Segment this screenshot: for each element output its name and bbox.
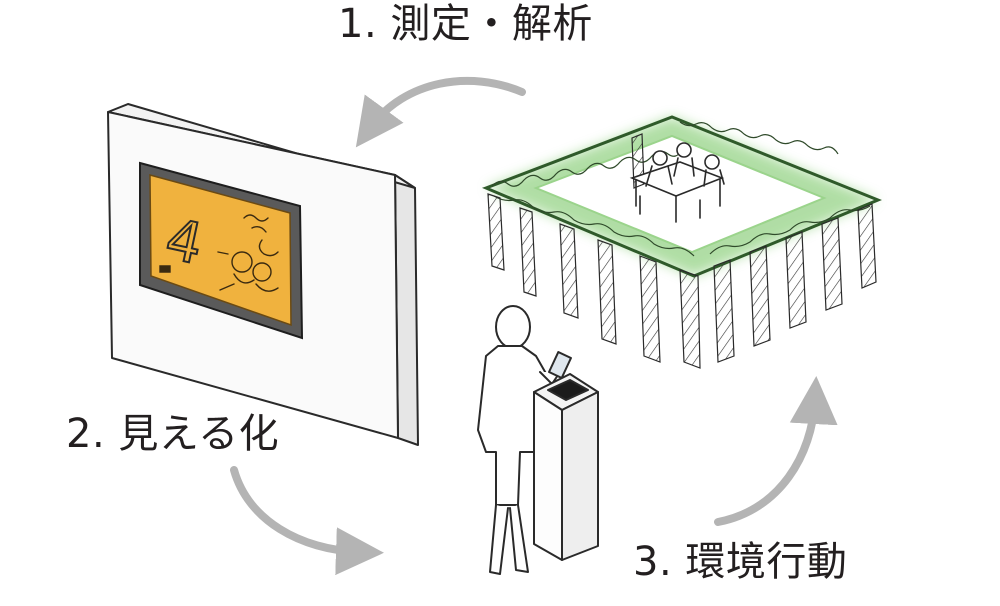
- screen-surface: [149, 174, 292, 327]
- arrow-action-to-measure: [714, 376, 838, 526]
- roof-frame: [481, 115, 882, 278]
- person-legs: [489, 504, 529, 575]
- kiosk-side: [561, 391, 599, 561]
- arrow-measure-to-visualize: [355, 76, 526, 148]
- person-at-kiosk: [477, 305, 572, 575]
- arrow-visualize-to-action: [230, 466, 384, 576]
- vine-scribbles: [491, 121, 871, 257]
- rooftop-people-table: [629, 142, 725, 223]
- green-roof-structure: [481, 115, 882, 369]
- held-device: [548, 351, 572, 379]
- step-label-measure-analyze: 1. 測定・解析: [338, 1, 593, 47]
- support-pillars: [487, 133, 877, 369]
- step-label-environmental-action: 3. 環境行動: [633, 539, 848, 585]
- step-label-visualize: 2. 見える化: [66, 411, 280, 457]
- kiosk-screen: [547, 379, 589, 401]
- cycle-arrows: [230, 76, 838, 576]
- person-body: [477, 345, 553, 506]
- kiosk-terminal: [533, 373, 599, 561]
- person-head: [495, 305, 531, 349]
- screen-doodles: [159, 214, 279, 292]
- kiosk-front: [533, 391, 563, 561]
- display-screen: 4: [139, 161, 304, 340]
